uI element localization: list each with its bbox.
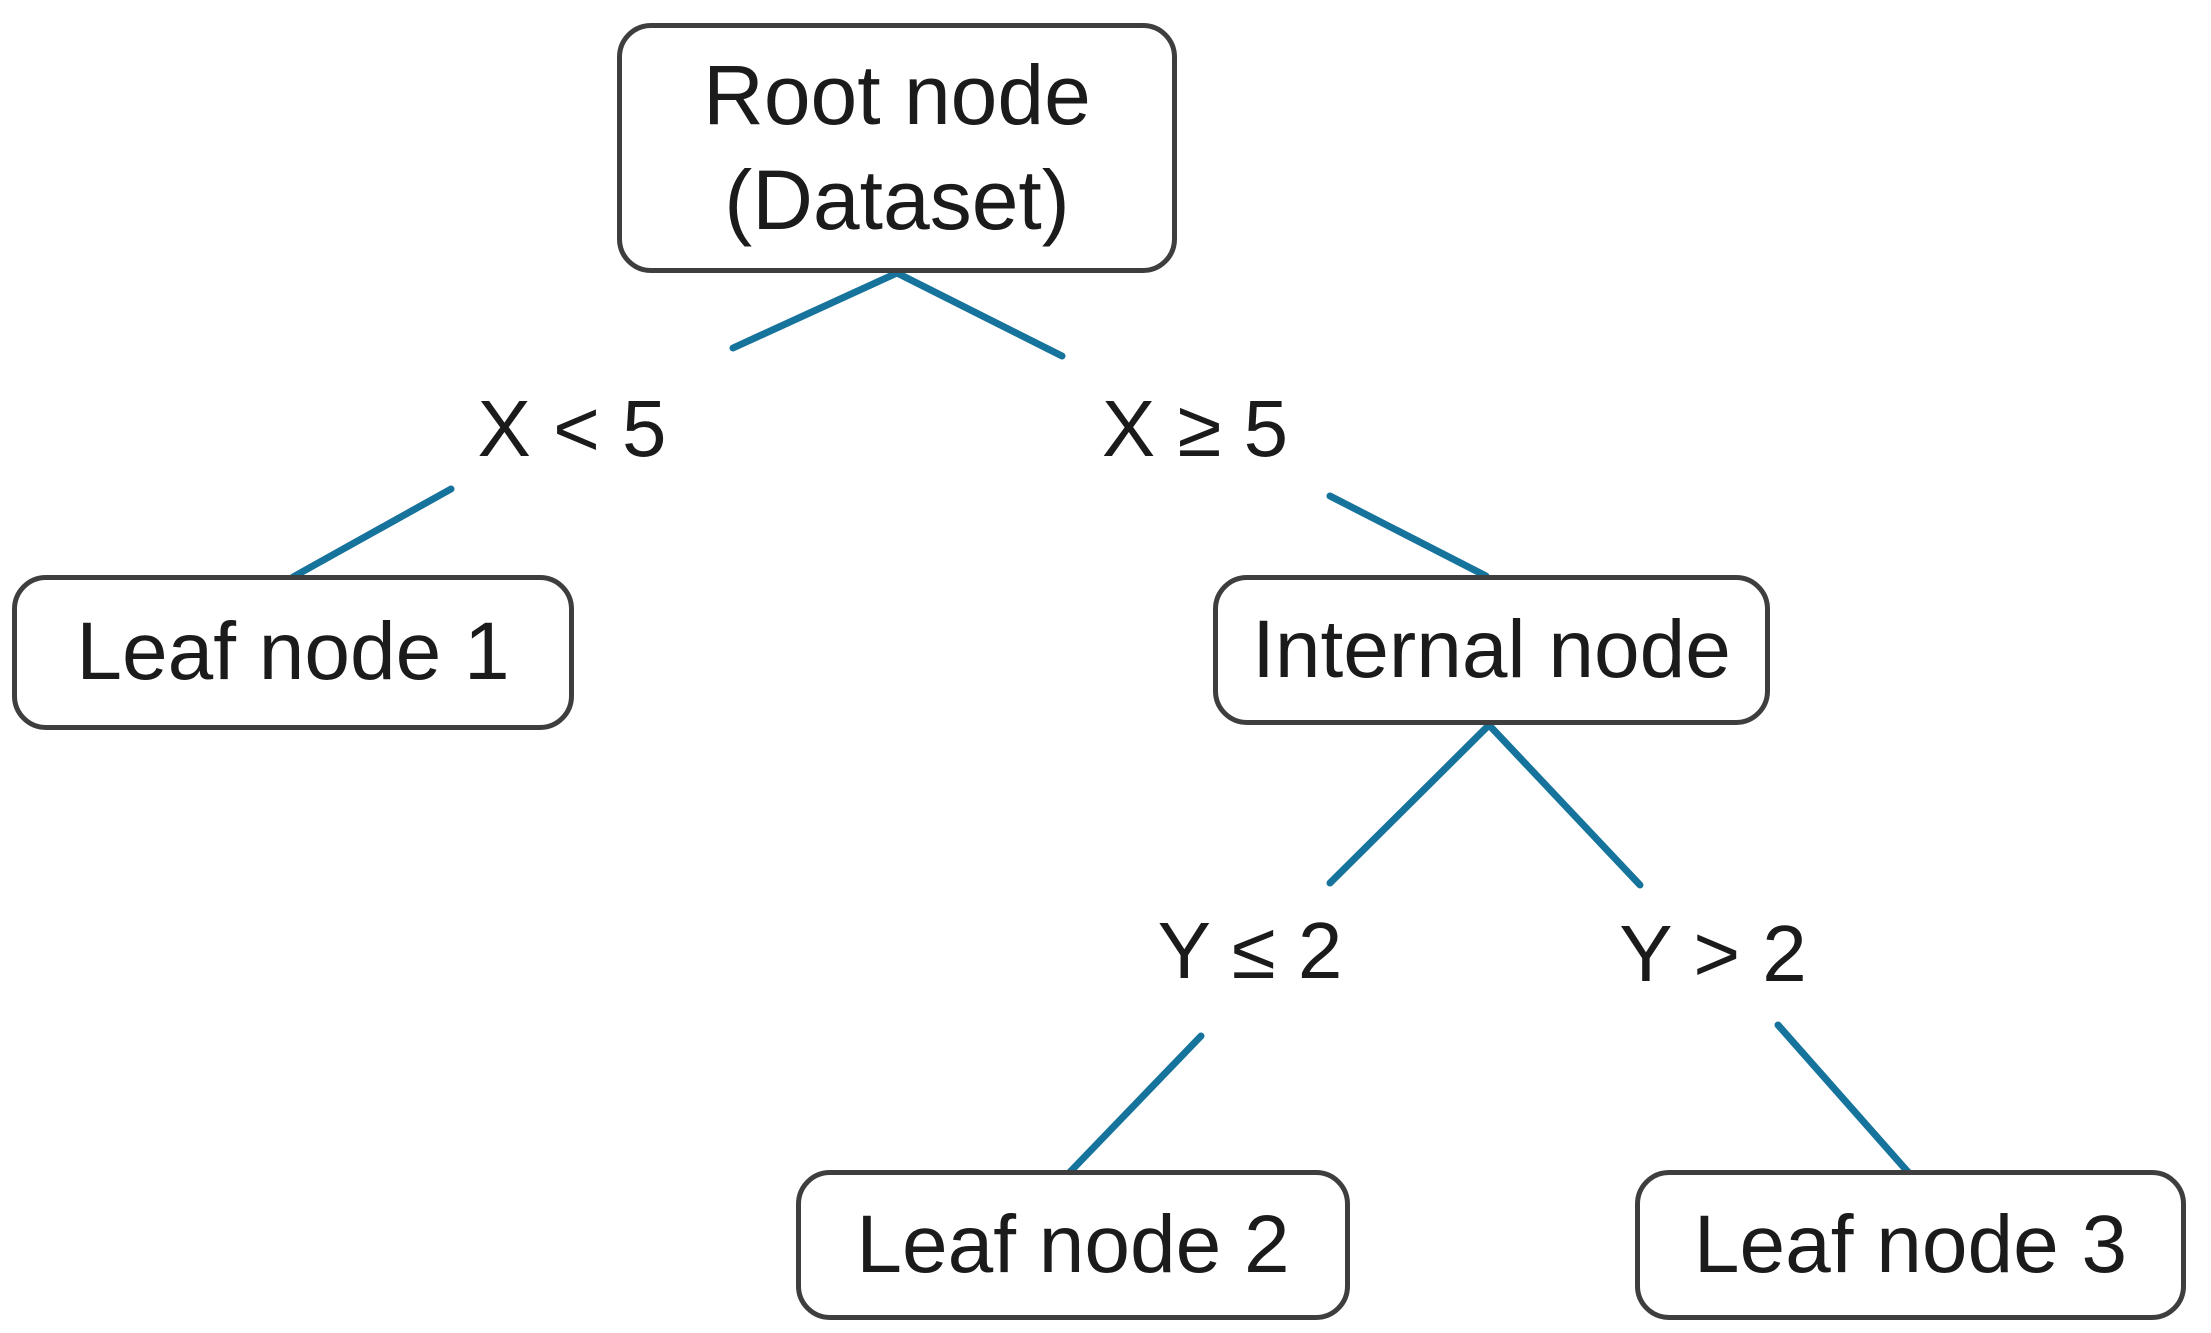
node-internal: Internal node — [1213, 575, 1770, 725]
edge-rightlabel-to-internal — [1326, 492, 1490, 580]
node-internal-label: Internal node — [1252, 603, 1731, 695]
edge-label-x-less-than-5: X < 5 — [477, 384, 667, 473]
edge-internal-to-left-label — [1326, 721, 1493, 887]
node-leaf-2: Leaf node 2 — [796, 1170, 1350, 1320]
edge-root-to-left-label — [729, 269, 901, 352]
node-root: Root node (Dataset) — [617, 23, 1177, 273]
edge-leftlabel-to-leaf2 — [1066, 1032, 1205, 1176]
node-root-label-line1: Root node — [703, 48, 1091, 142]
edge-internal-to-right-label — [1485, 721, 1644, 889]
node-leaf-1-label: Leaf node 1 — [76, 606, 510, 698]
edge-label-y-greater-than-2: Y > 2 — [1619, 909, 1807, 998]
edge-label-y-less-equal-2: Y ≤ 2 — [1157, 906, 1343, 995]
edge-leftlabel-to-leaf1 — [289, 485, 455, 581]
edge-label-x-greater-equal-5: X ≥ 5 — [1101, 384, 1289, 473]
edge-root-to-right-label — [893, 269, 1066, 360]
edge-rightlabel-to-leaf3 — [1774, 1021, 1912, 1176]
node-root-label-line2: (Dataset) — [724, 153, 1070, 247]
node-leaf-2-label: Leaf node 2 — [856, 1198, 1290, 1290]
node-leaf-1: Leaf node 1 — [12, 575, 574, 730]
node-leaf-3: Leaf node 3 — [1635, 1170, 2186, 1320]
node-leaf-3-label: Leaf node 3 — [1693, 1198, 2128, 1290]
